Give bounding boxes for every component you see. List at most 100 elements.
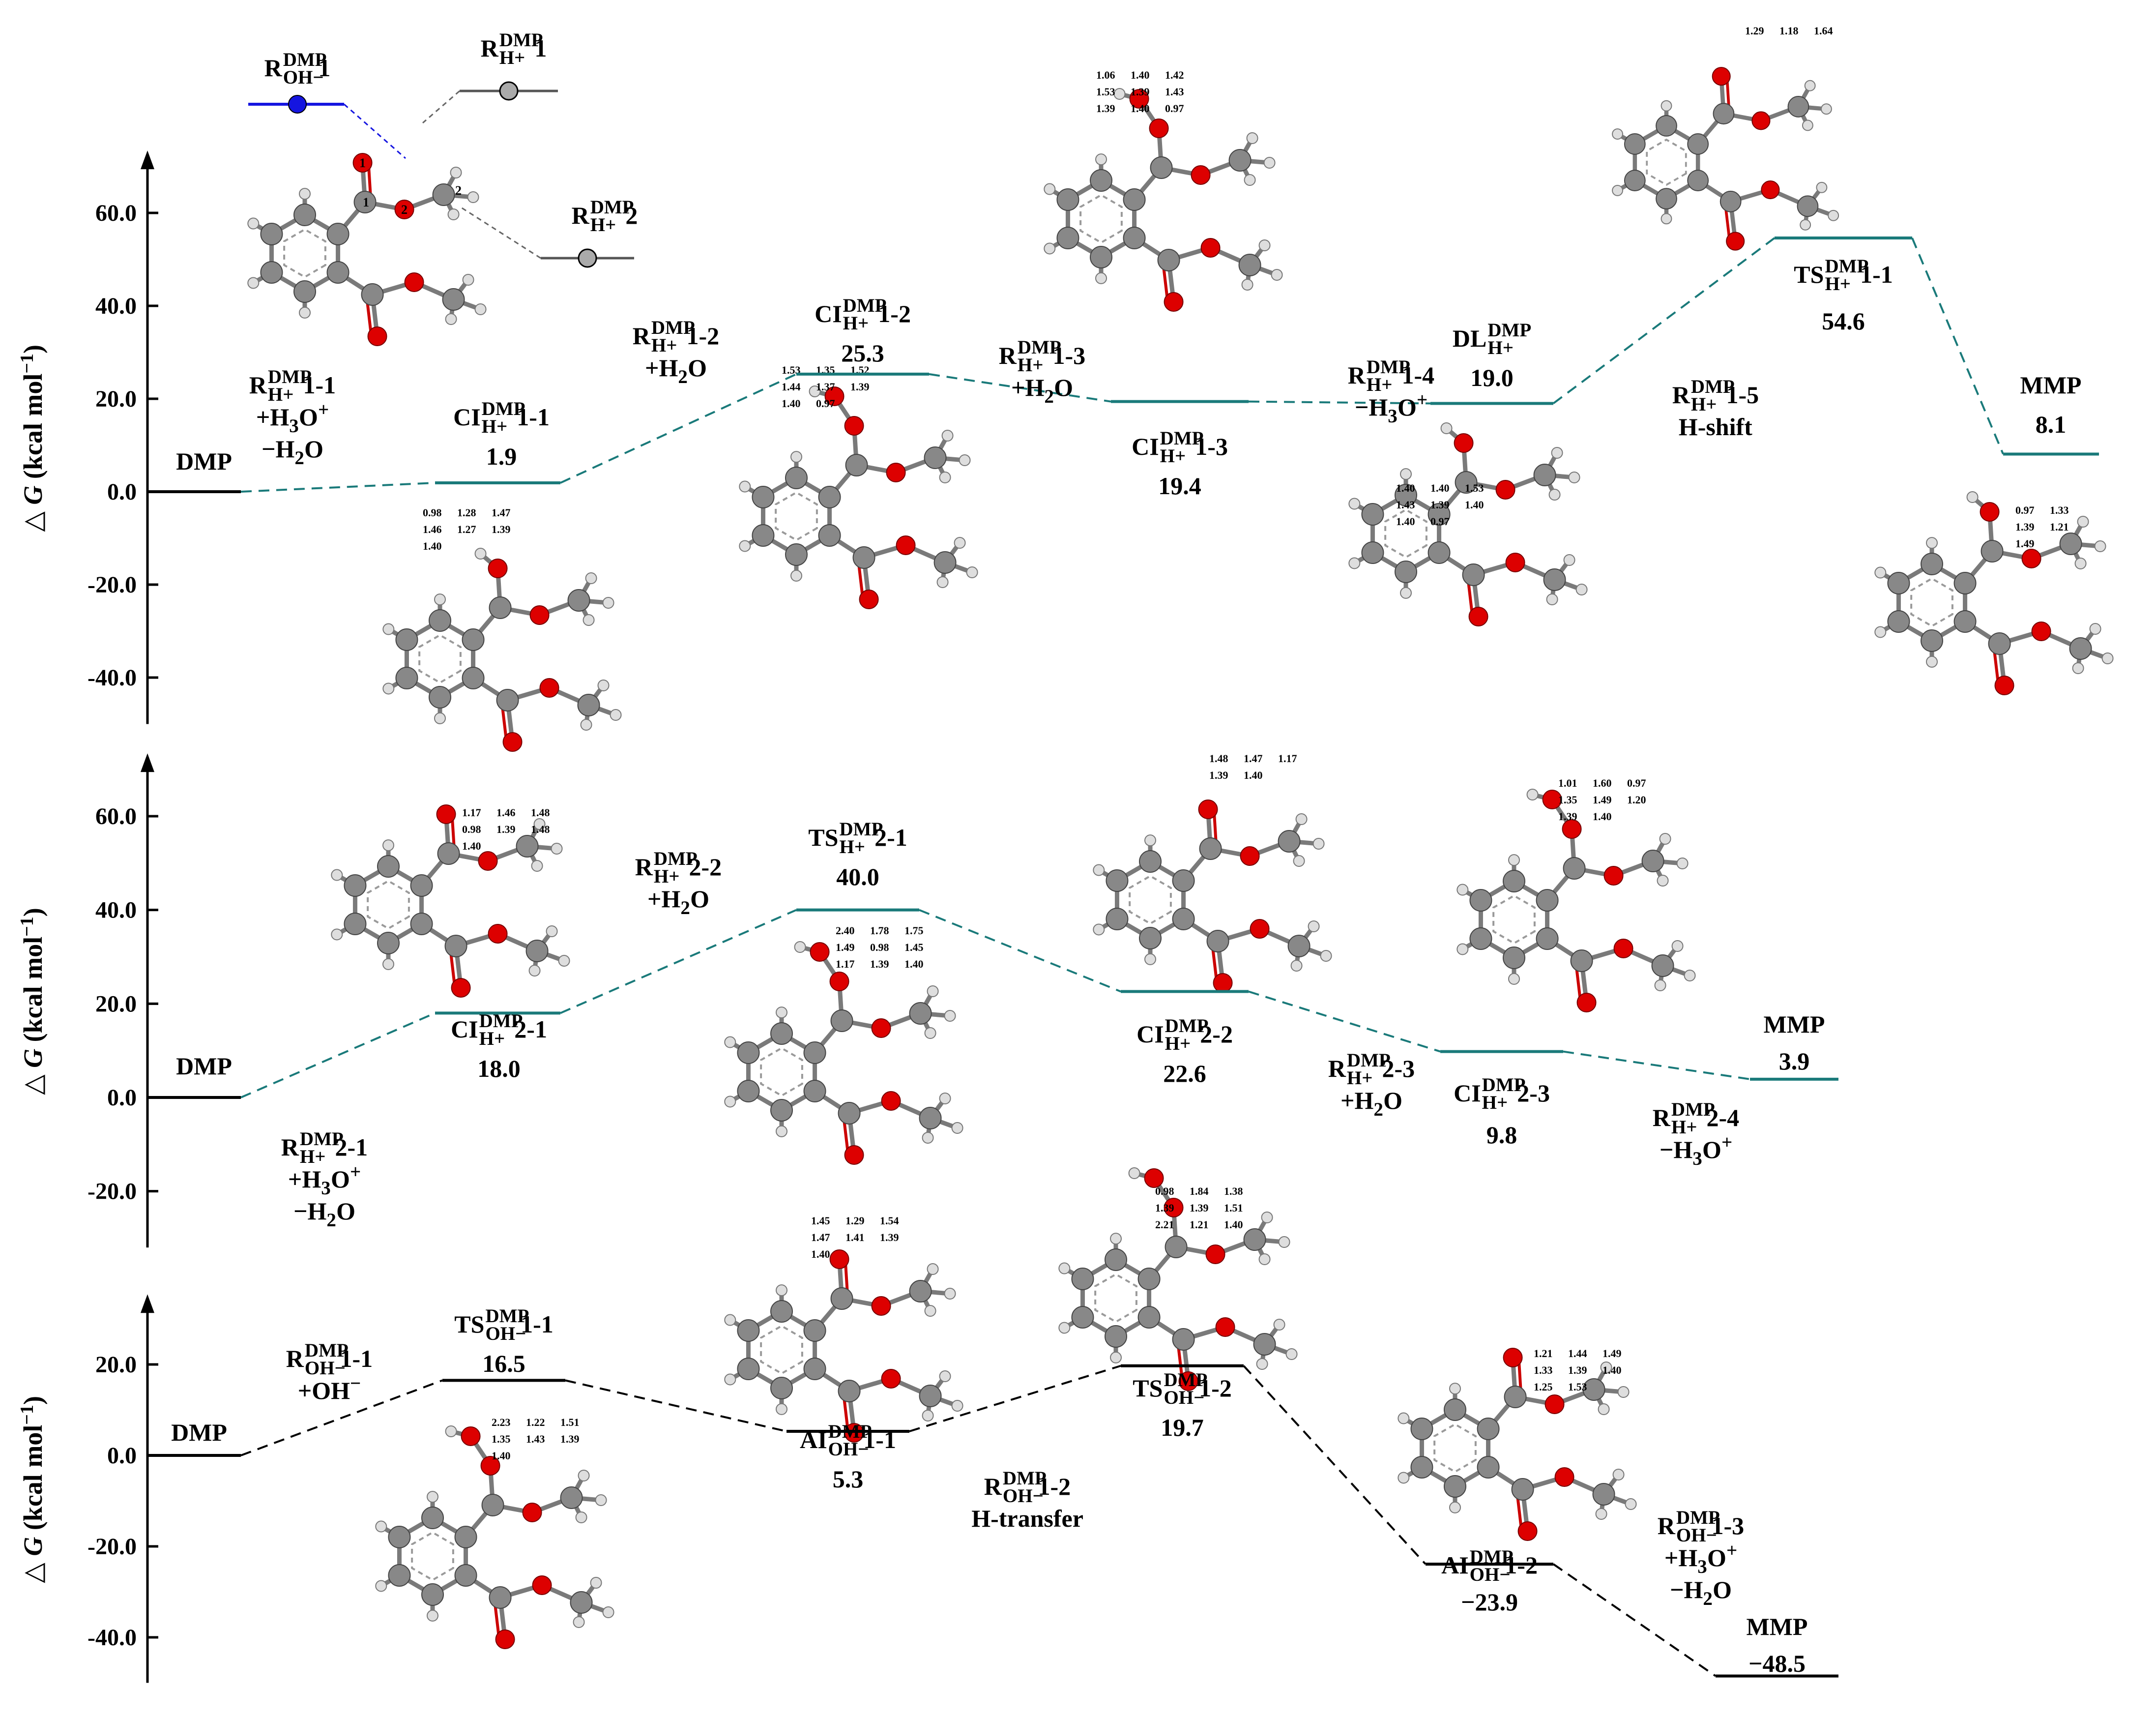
- label-stack-sub: H+: [1691, 394, 1717, 415]
- bond-length-label: 1.48: [531, 806, 550, 819]
- label-part: O: [1713, 1576, 1732, 1603]
- label-stack-sub: H+: [1487, 337, 1514, 358]
- label-part: CI: [1132, 433, 1159, 460]
- bond-length-label: 0.98: [462, 823, 481, 835]
- bond-length-label: 1.17: [462, 806, 481, 819]
- site-label-h1-text: RMM1: [481, 34, 547, 62]
- step-label-text: +H2 O: [647, 885, 709, 918]
- state-label-text: TSMM2-1: [808, 824, 907, 851]
- y-tick-label: 0.0: [107, 1443, 137, 1469]
- label-stack-sub: OH−: [1003, 1485, 1044, 1507]
- label-stack-sup: DMP: [843, 295, 887, 316]
- step-label-text: −H3 O+: [1355, 389, 1428, 427]
- site-connector: [459, 206, 541, 259]
- aromatic-ring: [418, 634, 462, 684]
- bond-length-label: 1.39: [850, 381, 870, 393]
- hydrogen-atom: [1058, 1262, 1071, 1274]
- carbon-atom: [737, 1041, 760, 1064]
- hydrogen-atom: [2094, 540, 2106, 552]
- step-label-text: RMM1-2: [984, 1473, 1071, 1500]
- oxygen-atom: [1603, 866, 1624, 886]
- bond-length-label: 1.40: [1131, 69, 1150, 81]
- label-part: 1-5: [1726, 381, 1759, 409]
- oxygen-atom: [1149, 118, 1169, 138]
- step-label: +H3 O+: [288, 1161, 361, 1199]
- bond-length-label: 1.39: [1209, 769, 1228, 781]
- hydrogen-atom: [558, 955, 570, 967]
- y-tick-label: 40.0: [95, 897, 137, 923]
- label-part: MMP: [2020, 371, 2082, 399]
- carbon-atom: [1395, 484, 1417, 506]
- hydrogen-atom: [1508, 854, 1520, 866]
- hydrogen-atom: [1802, 119, 1813, 131]
- carbon-atom: [395, 628, 418, 651]
- label-stack-sub: OH−: [485, 1323, 526, 1344]
- aromatic-ring: [1910, 577, 1953, 627]
- oxygen-atom: [532, 1575, 552, 1595]
- label-stack-sup: DMP: [1676, 1507, 1720, 1528]
- hydrogen-atom: [580, 719, 592, 731]
- hydrogen-atom: [1804, 80, 1816, 91]
- carbon-atom: [1123, 188, 1146, 211]
- oxygen-atom: [1544, 1394, 1565, 1414]
- state-label-text: AIMM1-1: [800, 1426, 896, 1453]
- oxygen-atom: [829, 1249, 849, 1269]
- bond-length-label: 2.21: [1155, 1218, 1174, 1231]
- carbon-atom: [260, 223, 283, 245]
- oxygen-atom: [1129, 89, 1149, 109]
- oxygen-atom: [1562, 819, 1582, 839]
- carbon-atom: [1071, 1306, 1094, 1329]
- bond-length-label: 1.37: [816, 381, 835, 393]
- carbon-atom: [377, 855, 400, 878]
- label-stack-sup: DMP: [1160, 428, 1204, 449]
- label-part: R: [281, 1133, 299, 1161]
- label-part: H-shift: [1679, 413, 1752, 441]
- carbon-atom: [432, 183, 455, 206]
- label-stack-sub: H+: [1018, 355, 1044, 376]
- label-part: −H: [1670, 1576, 1703, 1603]
- hydrogen-atom: [1625, 1498, 1637, 1510]
- carbon-atom: [1090, 246, 1112, 268]
- carbon-atom: [437, 842, 460, 865]
- hydrogen-atom: [1400, 587, 1412, 599]
- y-tick-label: -40.0: [87, 1625, 137, 1651]
- carbon-atom: [2069, 637, 2092, 660]
- step-label-text: RMM2-3: [1328, 1055, 1415, 1082]
- label-part: 1-2: [687, 322, 720, 350]
- label-stack-sup: DMP: [499, 30, 543, 51]
- bond-length-label: 1.38: [1224, 1185, 1243, 1197]
- bond-length-label: 1.39: [560, 1433, 580, 1445]
- hydrogen-atom: [1261, 1212, 1273, 1223]
- hydrogen-atom: [1546, 593, 1558, 605]
- bond-length-label: 1.01: [1558, 777, 1577, 789]
- label-part: 2-1: [335, 1133, 368, 1161]
- hydrogen-atom: [924, 1305, 936, 1317]
- carbon-atom: [1787, 96, 1809, 118]
- oxygen-atom: [1505, 553, 1525, 572]
- carbon-atom: [577, 694, 600, 716]
- hydrogen-atom: [467, 191, 479, 203]
- label-superscript: +: [318, 399, 329, 420]
- hydrogen-atom: [575, 1511, 587, 1523]
- connector-line: [919, 909, 1121, 993]
- bond-length-label: 1.45: [811, 1214, 830, 1227]
- label-part: R: [1328, 1055, 1346, 1082]
- hydrogen-atom: [382, 623, 395, 635]
- bond-length-label: 1.64: [1814, 25, 1833, 37]
- hydrogen-atom: [331, 928, 343, 941]
- label-part: +H: [288, 1165, 321, 1193]
- oxygen-atom: [1144, 1168, 1164, 1188]
- carbon-atom: [919, 1385, 942, 1407]
- energy-panel-1: 60.040.020.00.0-20.0-40.0△ G (kcal mol−1…: [17, 150, 2099, 724]
- carbon-atom: [1656, 115, 1677, 137]
- molecule-structure: [739, 385, 978, 609]
- carbon-atom: [1090, 169, 1112, 192]
- bond-length-label: 1.06: [1096, 69, 1115, 81]
- state-energy-value: 40.0: [836, 863, 879, 890]
